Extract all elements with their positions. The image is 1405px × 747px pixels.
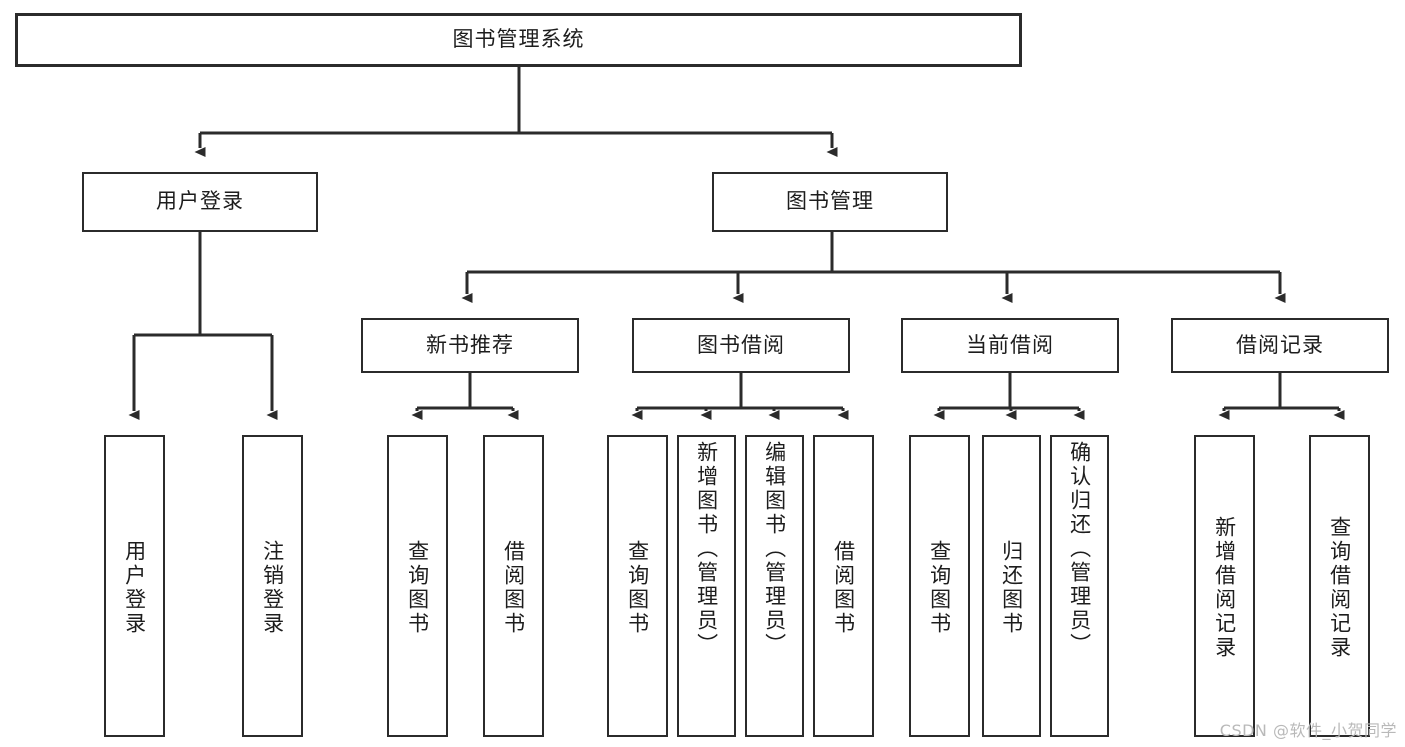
node-book-borrow-label: 图书借阅 [697,332,785,357]
node-new-book-recommend[interactable]: 新书推荐 [361,318,579,373]
node-root[interactable]: 图书管理系统 [15,13,1022,67]
leaf-return-book[interactable]: 归还图书 [982,435,1041,737]
node-borrow-record-label: 借阅记录 [1236,332,1324,357]
leaf-add-book-admin-label: 新增图书（管理员） [694,441,719,657]
leaf-borrow-book-recommend-label: 借阅图书 [501,540,526,636]
leaf-confirm-return-admin-label: 确认归还（管理员） [1067,441,1092,657]
node-root-label: 图书管理系统 [452,27,585,52]
node-current-borrow[interactable]: 当前借阅 [901,318,1119,373]
node-current-borrow-label: 当前借阅 [966,332,1054,357]
leaf-query-book-recommend[interactable]: 查询图书 [387,435,448,737]
leaf-user-login-label: 用户登录 [122,540,147,636]
node-user-login-label: 用户登录 [156,189,244,214]
leaf-add-borrow-record-label: 新增借阅记录 [1212,516,1237,660]
leaf-query-book-current[interactable]: 查询图书 [909,435,970,737]
leaf-query-book-current-label: 查询图书 [927,540,952,636]
watermark-text: CSDN @软件_小贺同学 [1219,721,1397,740]
leaf-borrow-book-recommend[interactable]: 借阅图书 [483,435,544,737]
leaf-borrow-book-label: 借阅图书 [831,540,856,636]
leaf-user-login[interactable]: 用户登录 [104,435,165,737]
leaf-add-book-admin[interactable]: 新增图书（管理员） [677,435,736,737]
leaf-query-book-borrow-label: 查询图书 [625,540,650,636]
leaf-confirm-return-admin[interactable]: 确认归还（管理员） [1050,435,1109,737]
leaf-return-book-label: 归还图书 [999,540,1024,636]
node-book-management[interactable]: 图书管理 [712,172,948,232]
leaf-edit-book-admin[interactable]: 编辑图书（管理员） [745,435,804,737]
leaf-query-book-borrow[interactable]: 查询图书 [607,435,668,737]
leaf-query-book-recommend-label: 查询图书 [405,540,430,636]
node-new-book-recommend-label: 新书推荐 [426,332,514,357]
leaf-borrow-book[interactable]: 借阅图书 [813,435,874,737]
leaf-add-borrow-record[interactable]: 新增借阅记录 [1194,435,1255,737]
node-user-login[interactable]: 用户登录 [82,172,318,232]
leaf-query-borrow-record[interactable]: 查询借阅记录 [1309,435,1370,737]
leaf-logout[interactable]: 注销登录 [242,435,303,737]
leaf-edit-book-admin-label: 编辑图书（管理员） [762,441,787,657]
leaf-logout-label: 注销登录 [260,540,285,636]
node-book-borrow[interactable]: 图书借阅 [632,318,850,373]
leaf-query-borrow-record-label: 查询借阅记录 [1327,516,1352,660]
node-borrow-record[interactable]: 借阅记录 [1171,318,1389,373]
node-book-management-label: 图书管理 [786,189,874,214]
